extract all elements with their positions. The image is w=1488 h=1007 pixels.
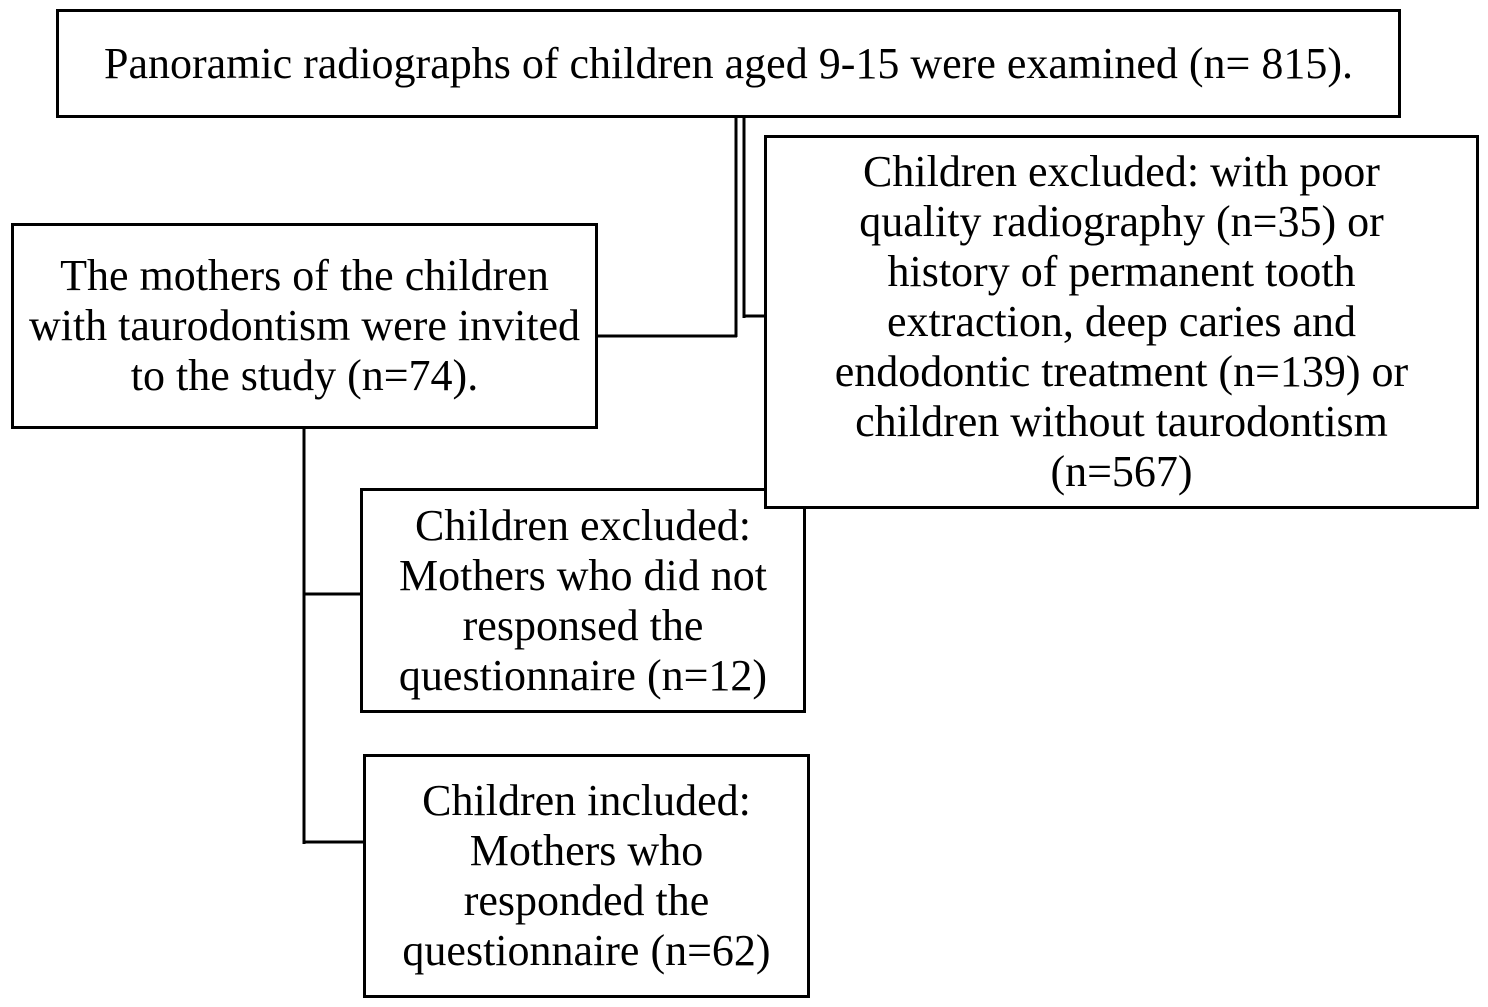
included-text: Children included: Mothers who responded… bbox=[402, 776, 771, 975]
excluded-radiography-text: Children excluded: with poor quality rad… bbox=[834, 147, 1409, 496]
included-box: Children included: Mothers who responded… bbox=[363, 754, 810, 998]
invited-box: The mothers of the children with taurodo… bbox=[11, 223, 598, 429]
invited-text: The mothers of the children with taurodo… bbox=[28, 251, 581, 400]
excluded-no-response-text: Children excluded: Mothers who did not r… bbox=[398, 500, 768, 700]
excluded-no-response-box: Children excluded: Mothers who did not r… bbox=[360, 488, 806, 713]
excluded-radiography-box: Children excluded: with poor quality rad… bbox=[764, 135, 1479, 509]
examined-text: Panoramic radiographs of children aged 9… bbox=[103, 38, 1354, 88]
examined-box: Panoramic radiographs of children aged 9… bbox=[56, 9, 1401, 118]
